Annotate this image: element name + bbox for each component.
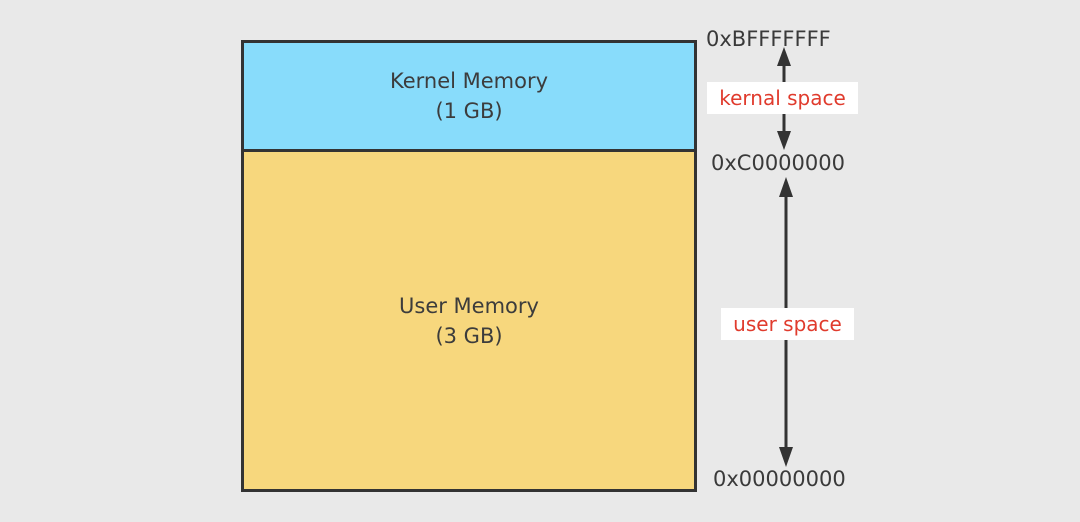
kernel-space-arrow-down-head (777, 131, 791, 150)
kernel-memory-region: Kernel Memory (1 GB) (244, 43, 694, 152)
address-boundary-label: 0xC0000000 (711, 151, 845, 175)
user-space-label: user space (721, 308, 854, 340)
address-bottom-label: 0x00000000 (713, 467, 846, 491)
kernel-space-label: kernal space (707, 82, 858, 114)
user-space-arrow-down-head (779, 447, 793, 467)
kernel-space-arrow-up-head (777, 47, 791, 66)
user-memory-size: (3 GB) (435, 324, 503, 348)
memory-layout-box: Kernel Memory (1 GB) User Memory (3 GB) (241, 40, 697, 492)
user-space-arrow-up-head (779, 177, 793, 197)
user-memory-label: User Memory (3 GB) (244, 291, 694, 351)
user-memory-name: User Memory (399, 294, 539, 318)
kernel-memory-name: Kernel Memory (389, 69, 549, 93)
kernel-memory-label: Kernel Memory (1 GB) (244, 66, 694, 126)
address-top-label: 0xBFFFFFFF (706, 27, 831, 51)
kernel-memory-size: (1 GB) (435, 99, 503, 123)
